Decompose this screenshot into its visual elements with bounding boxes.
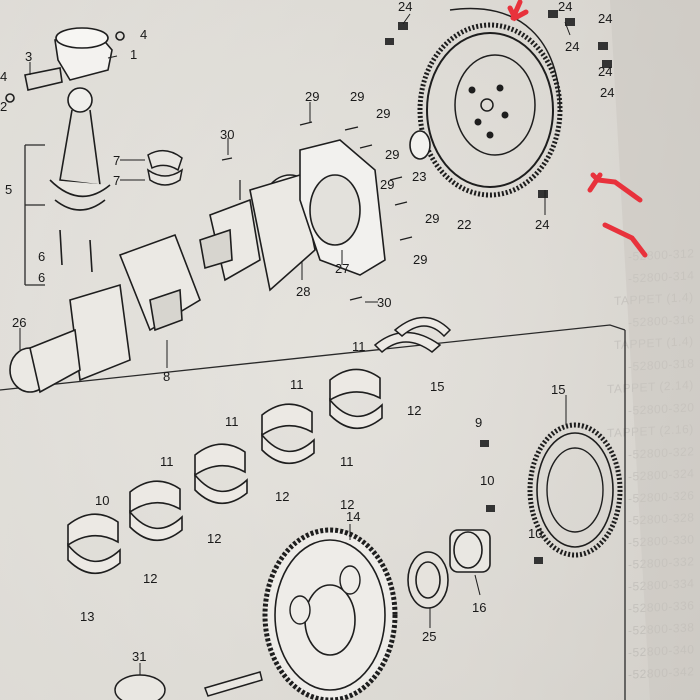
callout-label: 29: [425, 211, 440, 226]
callout-label: 12: [207, 531, 222, 546]
callout-label: 13: [80, 609, 95, 624]
callout-label: 5: [5, 182, 13, 197]
callout-label: 29: [413, 252, 428, 267]
callout-label: 27: [335, 261, 350, 276]
callout-label: 24: [535, 217, 550, 232]
callout-label: 23: [412, 169, 427, 184]
callout-label: 25: [422, 629, 437, 644]
callout-label: 7: [113, 153, 121, 168]
main-bearings: [67, 368, 383, 575]
callout-label: 6: [38, 249, 46, 264]
callout-label: 11: [352, 339, 366, 354]
callout-label: 11: [225, 414, 239, 429]
callout-label: 24: [600, 85, 615, 100]
thrust-washers: [373, 316, 452, 354]
callout-label: 12: [340, 497, 355, 512]
red-annotation-marks: [507, 0, 648, 258]
callout-label: 3: [25, 49, 33, 64]
pulley-bolt: [114, 671, 263, 700]
crank-sprocket: [449, 529, 491, 573]
leader-lines: [19, 13, 571, 675]
callout-label: 16: [472, 600, 487, 615]
flywheel: [417, 7, 563, 198]
callout-label: 29: [376, 106, 391, 121]
rear-seal-housing: [299, 130, 431, 276]
callout-label: 15: [551, 382, 566, 397]
callout-label: 4: [0, 69, 8, 84]
crank-seal: [407, 551, 449, 609]
page-border-lines: [0, 144, 626, 700]
callout-label: 24: [598, 11, 613, 26]
callout-label: 29: [385, 147, 400, 162]
callout-label: 30: [220, 127, 235, 142]
callout-label: 4: [140, 27, 148, 42]
callout-label: 24: [558, 0, 573, 14]
callout-label: 10: [528, 526, 543, 541]
callout-label: 24: [398, 0, 413, 14]
callout-label: 24: [565, 39, 580, 54]
callout-label: 1: [130, 47, 138, 62]
callout-label: 2: [0, 99, 8, 114]
callout-label: 12: [407, 403, 422, 418]
callout-label: 11: [290, 377, 304, 392]
crank-pulley: [262, 527, 398, 700]
connecting-rod: [49, 87, 111, 273]
callout-label: 30: [377, 295, 392, 310]
piston: [5, 27, 125, 103]
callout-label: 29: [305, 89, 320, 104]
red-underline: [602, 222, 648, 258]
callout-label: 12: [275, 489, 290, 504]
callout-label: 11: [340, 454, 354, 469]
housing-bolts: [221, 121, 413, 301]
reluctor-bolts: [480, 440, 543, 564]
callout-label: 24: [598, 64, 613, 79]
callout-label: 7: [113, 173, 121, 188]
callout-label: 22: [457, 217, 472, 232]
crankshaft: [9, 173, 321, 394]
flywheel-bolts: [385, 10, 612, 198]
red-arrow-top: [507, 0, 529, 22]
callout-label: 28: [296, 284, 311, 299]
callout-label: 31: [132, 649, 147, 664]
callout-label: 9: [475, 415, 483, 430]
callout-label: 11: [160, 454, 174, 469]
reluctor-ring: [527, 422, 623, 558]
callout-label: 26: [12, 315, 27, 330]
callout-label: 10: [480, 473, 495, 488]
callout-label: 12: [143, 571, 158, 586]
rod-bearings: [146, 149, 184, 186]
callout-label: 29: [380, 177, 395, 192]
callout-label: 15: [430, 379, 445, 394]
callout-label: 6: [38, 270, 46, 285]
callout-label: 8: [163, 369, 171, 384]
red-arrow-right: [587, 172, 643, 203]
callout-label: 14: [346, 509, 361, 524]
callout-label: 10: [95, 493, 110, 508]
callout-label: 29: [350, 89, 365, 104]
